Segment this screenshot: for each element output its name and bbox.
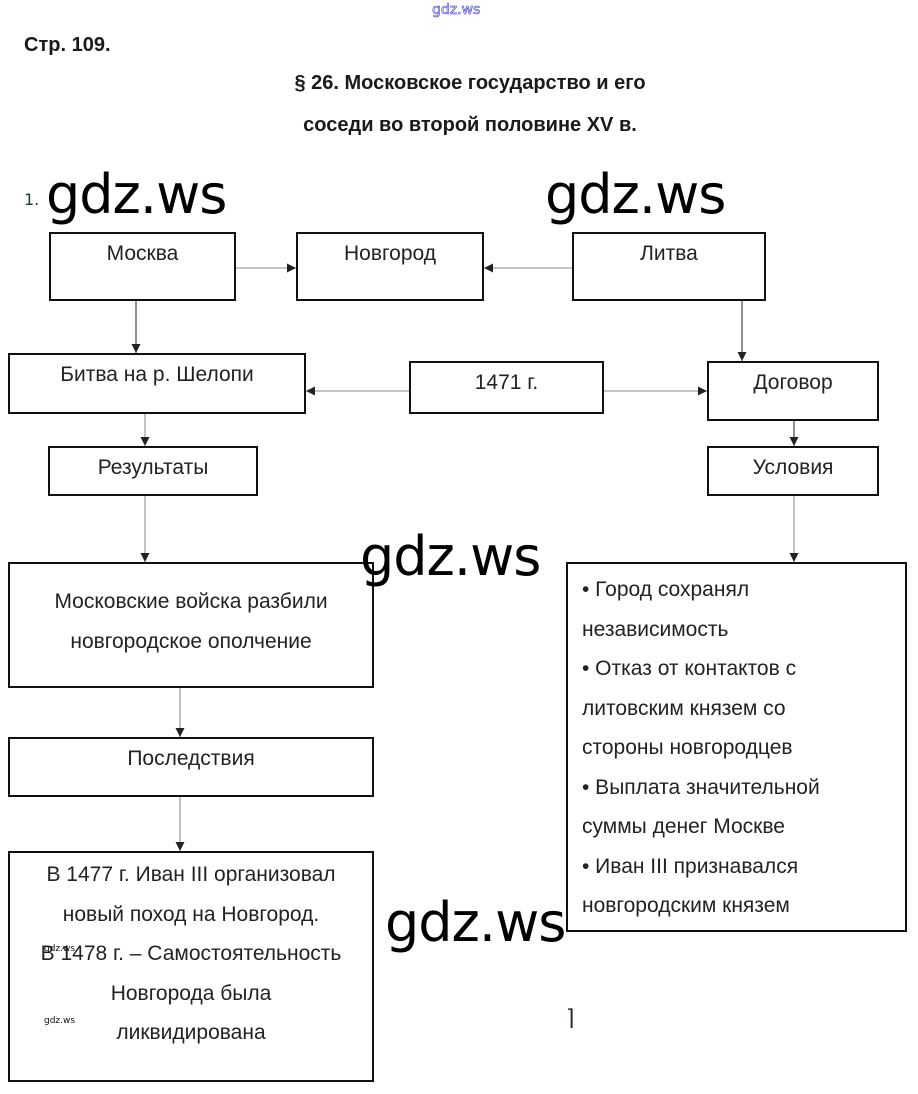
- consequences-text-line: новый поход на Новгород.: [62, 902, 320, 926]
- consequences-text-line: В 1478 г. – Самостоятельность: [40, 942, 342, 965]
- node-battle-label: Битва на р. Шелопи: [60, 363, 254, 386]
- node-conditions: Условия: [707, 446, 879, 496]
- page-reference: Стр. 109.: [24, 34, 111, 56]
- node-battle: Битва на р. Шелопи: [8, 353, 306, 414]
- node-moscow-label: Москва: [106, 242, 179, 265]
- node-conditions-list: • Город сохранял независимость • Отказ о…: [566, 562, 907, 932]
- section-title-line-2: соседи во второй половине XV в.: [303, 114, 637, 136]
- conditions-line: • Отказ от контактов с: [582, 657, 797, 680]
- watermark-small-2: gdz.ws: [44, 1016, 76, 1026]
- results-text-line: новгородское ополчение: [70, 630, 312, 653]
- conditions-line: • Выплата значительной: [582, 775, 820, 799]
- conditions-line: стороны новгородцев: [582, 736, 793, 759]
- stray-mark: ⌉: [566, 1006, 575, 1031]
- section-title-line-1: § 26. Московское государство и его: [294, 72, 646, 94]
- node-moscow: Москва: [49, 232, 236, 301]
- node-results: Результаты: [48, 446, 258, 496]
- consequences-text-line: Новгорода была: [110, 981, 272, 1005]
- node-year: 1471 г.: [409, 361, 604, 414]
- node-novgorod-label: Новгород: [343, 242, 437, 265]
- node-novgorod: Новгород: [296, 232, 484, 301]
- watermark-large-1: gdz.ws: [46, 163, 227, 226]
- watermark-large-3: gdz.ws: [360, 525, 541, 588]
- node-results-text: Московские войска разбили новгородское о…: [8, 562, 374, 688]
- conditions-line: новгородским князем: [582, 894, 790, 917]
- node-treaty-label: Договор: [753, 371, 833, 394]
- node-results-label: Результаты: [97, 456, 209, 479]
- watermark-large-4: gdz.ws: [385, 891, 566, 954]
- conditions-line: суммы денег Москве: [582, 815, 785, 838]
- watermark-large-2: gdz.ws: [545, 163, 726, 226]
- task-number: 1.: [24, 190, 40, 209]
- node-treaty: Договор: [707, 361, 879, 421]
- node-conditions-label: Условия: [752, 456, 834, 479]
- conditions-line: • Иван III признавался: [582, 854, 799, 878]
- node-year-label: 1471 г.: [474, 371, 539, 394]
- conditions-line: • Город сохранял: [582, 578, 750, 601]
- node-consequences-text: В 1477 г. Иван III организовал новый пох…: [8, 851, 374, 1082]
- consequences-text-line: ликвидирована: [116, 1021, 266, 1044]
- watermark-top: gdz.ws: [432, 2, 481, 19]
- watermark-small-1: gdz.ws: [44, 944, 76, 954]
- conditions-line: независимость: [582, 617, 729, 641]
- node-lithuania-label: Литва: [640, 242, 698, 265]
- conditions-line: литовским князем со: [582, 696, 786, 720]
- node-consequences-label: Последствия: [127, 747, 255, 770]
- consequences-text-line: В 1477 г. Иван III организовал: [46, 863, 336, 886]
- node-consequences: Последствия: [8, 737, 374, 797]
- results-text-line: Московские войска разбили: [54, 590, 328, 613]
- node-lithuania: Литва: [572, 232, 766, 301]
